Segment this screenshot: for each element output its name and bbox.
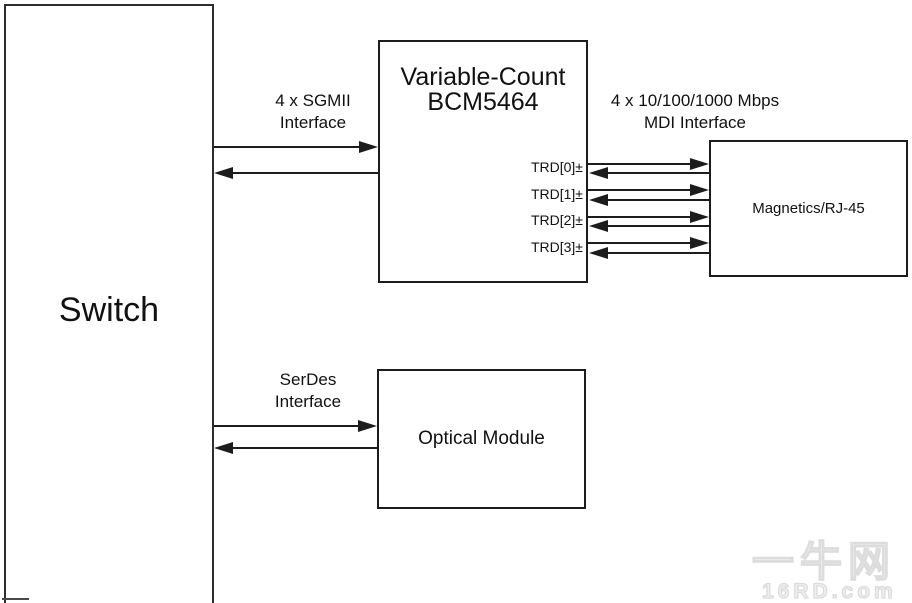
switch-label: Switch — [58, 291, 160, 329]
bcm5464-title-line1: Variable-Count — [400, 63, 566, 91]
trd2-rx-arrow — [589, 220, 709, 232]
bcm5464-box: Variable-Count BCM5464 — [378, 40, 588, 283]
page-edge-artifact — [2, 598, 29, 600]
sgmii-rx-arrow — [214, 167, 378, 179]
watermark-site-url: 16RD.com — [761, 580, 897, 603]
magnetics-rj45-label: Magnetics/RJ-45 — [752, 200, 865, 217]
magnetics-rj45-box: Magnetics/RJ-45 — [709, 140, 908, 277]
trd0-tx-arrow — [588, 158, 709, 170]
switch-box: Switch — [4, 4, 214, 603]
serdes-interface-label: SerDes Interface — [253, 369, 363, 413]
sgmii-tx-arrow — [214, 141, 378, 153]
mdi-interface-label-line2: MDI Interface — [643, 113, 747, 132]
optical-module-box: Optical Module — [377, 369, 586, 509]
mdi-interface-label-line1: 4 x 10/100/1000 Mbps — [610, 91, 780, 110]
watermark-site-name: 一牛网 — [751, 538, 897, 585]
trd1-pin-label: TRD[1]± — [530, 186, 583, 202]
serdes-interface-label-line1: SerDes — [279, 370, 337, 389]
optical-module-label: Optical Module — [418, 428, 545, 449]
trd3-pin-label: TRD[3]± — [530, 239, 583, 255]
trd0-pin-label: TRD[0]± — [530, 159, 583, 175]
trd1-rx-arrow — [589, 194, 709, 206]
trd2-tx-arrow — [588, 211, 709, 223]
serdes-interface-label-line2: Interface — [274, 392, 342, 411]
serdes-rx-arrow — [214, 442, 377, 454]
sgmii-interface-label: 4 x SGMII Interface — [253, 90, 373, 134]
serdes-tx-arrow — [214, 420, 377, 432]
trd1-tx-arrow — [588, 184, 709, 196]
sgmii-interface-label-line2: Interface — [279, 113, 347, 132]
trd2-pin-label: TRD[2]± — [530, 212, 583, 228]
trd0-rx-arrow — [589, 167, 709, 179]
bcm5464-title-line2: BCM5464 — [427, 88, 539, 116]
sgmii-interface-label-line1: 4 x SGMII — [275, 91, 351, 110]
trd3-tx-arrow — [588, 237, 709, 249]
bcm5464-title: Variable-Count BCM5464 — [380, 65, 586, 115]
trd3-rx-arrow — [589, 247, 709, 259]
mdi-interface-label: 4 x 10/100/1000 Mbps MDI Interface — [595, 90, 795, 134]
